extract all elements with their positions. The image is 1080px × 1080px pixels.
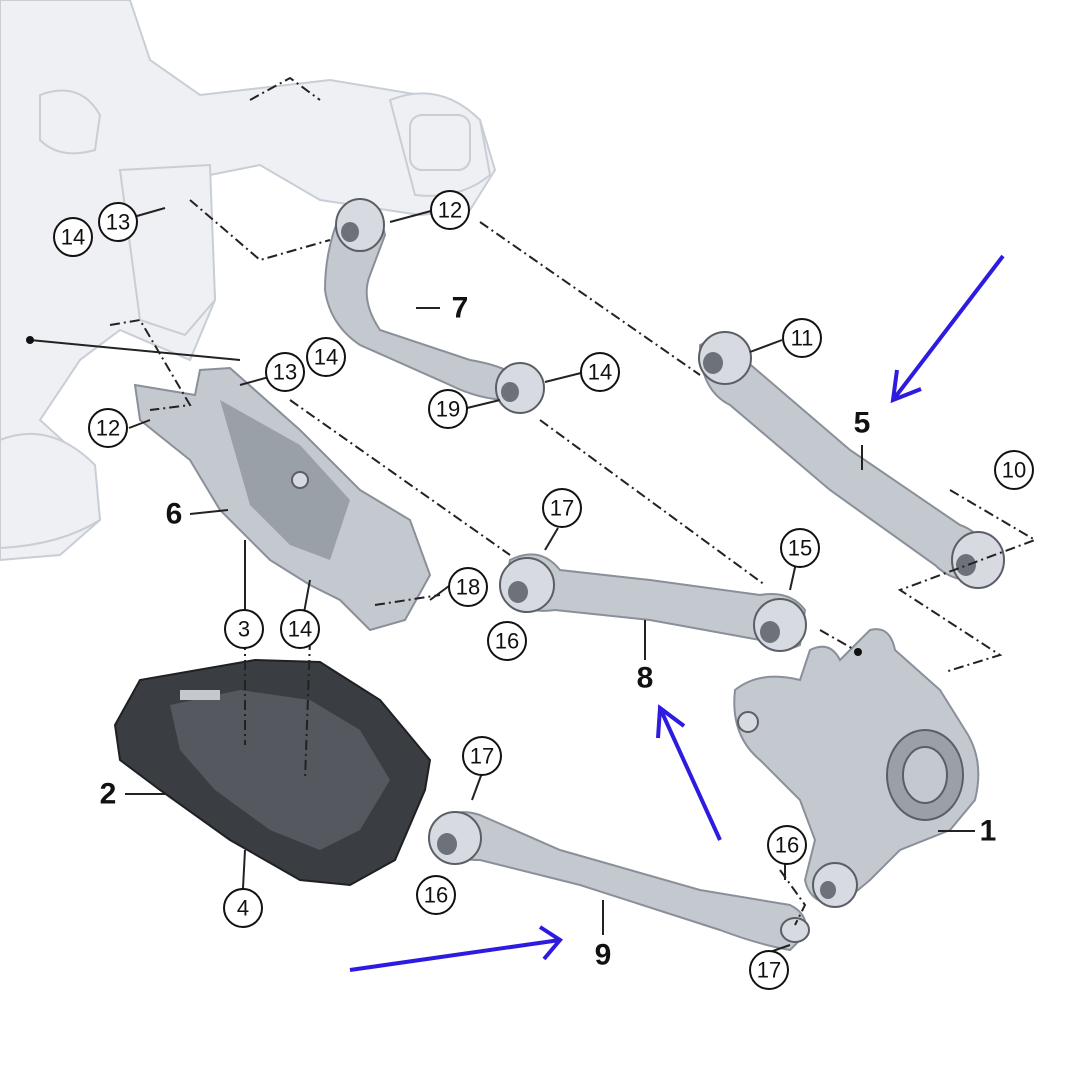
callouts: 14 13 12 11 14 13 14 19 12 10 17 15 18 3…	[53, 190, 1034, 990]
callout-17: 17	[462, 736, 502, 776]
arm-part-7	[323, 198, 545, 414]
svg-text:10: 10	[1002, 458, 1026, 483]
svg-text:3: 3	[238, 617, 250, 642]
label-1: 1	[980, 815, 997, 848]
label-7: 7	[452, 292, 469, 325]
svg-text:14: 14	[61, 225, 85, 250]
callout-14: 14	[306, 337, 346, 377]
callout-10: 10	[994, 450, 1034, 490]
callout-13: 13	[98, 202, 138, 242]
svg-text:14: 14	[288, 617, 312, 642]
callout-14: 14	[280, 609, 320, 649]
arrow-icon	[349, 925, 563, 972]
shield-part-2	[113, 658, 432, 887]
svg-text:17: 17	[550, 496, 574, 521]
callout-16: 16	[767, 825, 807, 865]
svg-text:4: 4	[237, 896, 249, 921]
callout-3: 3	[224, 609, 264, 649]
callout-14: 14	[580, 352, 620, 392]
callout-17: 17	[542, 488, 582, 528]
assembly-lines	[26, 76, 1038, 926]
label-8: 8	[637, 662, 654, 695]
svg-text:13: 13	[106, 210, 130, 235]
subframe	[0, 0, 497, 562]
callout-18: 18	[448, 567, 488, 607]
svg-text:19: 19	[436, 397, 460, 422]
callout-16: 16	[416, 875, 456, 915]
annotation-arrows	[349, 254, 1005, 972]
svg-text:13: 13	[273, 360, 297, 385]
arrow-icon	[656, 704, 722, 841]
part-labels: 7 5 6 8 2 1 9	[100, 292, 997, 972]
callout-16: 16	[487, 621, 527, 661]
knuckle-part-1	[733, 628, 980, 908]
svg-text:11: 11	[791, 326, 814, 351]
svg-text:18: 18	[456, 575, 480, 600]
svg-text:14: 14	[588, 360, 612, 385]
svg-text:17: 17	[757, 958, 781, 983]
callout-12: 12	[88, 408, 128, 448]
callout-12: 12	[430, 190, 470, 230]
callout-14: 14	[53, 217, 93, 257]
arm-part-5	[698, 331, 1005, 589]
label-6: 6	[166, 498, 183, 531]
label-5: 5	[854, 407, 871, 440]
svg-text:16: 16	[424, 883, 448, 908]
label-2: 2	[100, 778, 117, 811]
callout-13: 13	[265, 352, 305, 392]
callout-4: 4	[223, 888, 263, 928]
arm-part-8	[499, 553, 807, 652]
callout-17: 17	[749, 950, 789, 990]
callout-19: 19	[428, 389, 468, 429]
callout-15: 15	[780, 528, 820, 568]
svg-text:16: 16	[495, 629, 519, 654]
bracket-part-6	[133, 366, 432, 632]
svg-text:17: 17	[470, 744, 494, 769]
svg-text:15: 15	[788, 536, 812, 561]
label-9: 9	[595, 939, 612, 972]
callout-11: 11	[782, 318, 822, 358]
svg-text:12: 12	[438, 198, 462, 223]
arrow-icon	[890, 254, 1005, 404]
arm-part-9	[428, 811, 810, 952]
svg-text:16: 16	[775, 833, 799, 858]
svg-text:12: 12	[96, 416, 120, 441]
svg-text:14: 14	[314, 345, 338, 370]
